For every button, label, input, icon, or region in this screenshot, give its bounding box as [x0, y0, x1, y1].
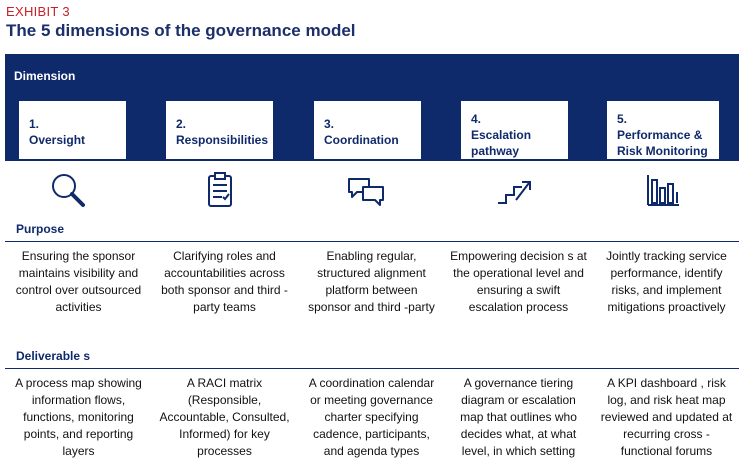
- purpose-escalation: Empowering decision s at the operational…: [450, 249, 587, 314]
- deliverables-heading: Deliverable s: [16, 349, 91, 363]
- deliverables-divider: [5, 368, 739, 369]
- dimension-name: Responsibilities: [176, 133, 269, 147]
- dimension-box-coordination: 3. Coordination: [313, 100, 422, 160]
- bar-chart-icon: [643, 170, 683, 210]
- purpose-coordination: Enabling regular, structured alignment p…: [308, 249, 435, 314]
- dimension-box-oversight: 1. Oversight: [18, 100, 127, 160]
- exhibit-label: EXHIBIT 3: [6, 4, 70, 19]
- page-title: The 5 dimensions of the governance model: [6, 21, 356, 40]
- deliverable-responsibilities: A RACI matrix (Responsible, Accountable,…: [159, 376, 290, 458]
- chat-bubbles-icon: [346, 170, 386, 210]
- magnifier-icon: [48, 170, 88, 210]
- deliverable-oversight: A process map showing information flows,…: [15, 376, 142, 458]
- purpose-oversight: Ensuring the sponsor maintains visibilit…: [15, 249, 142, 314]
- banner-label: Dimension: [14, 69, 76, 83]
- dimension-number: 3.: [324, 117, 335, 131]
- dimension-box-responsibilities: 2. Responsibilities: [165, 100, 274, 160]
- dimension-name: Coordination: [324, 133, 399, 147]
- dimension-box-escalation: 4. Escalation pathway: [460, 100, 569, 160]
- purpose-responsibilities: Clarifying roles and accountabilities ac…: [161, 249, 288, 314]
- checklist-icon: [200, 170, 240, 210]
- dimension-number: 4.: [471, 112, 482, 126]
- purpose-heading: Purpose: [16, 222, 65, 236]
- dimension-number: 5.: [617, 112, 628, 126]
- dimension-number: 1.: [29, 117, 40, 131]
- deliverable-performance: A KPI dashboard , risk log, and risk hea…: [600, 376, 733, 458]
- dimension-name: Escalation pathway: [471, 128, 532, 158]
- escalation-stairs-icon: [494, 170, 534, 210]
- purpose-performance: Jointly tracking service performance, id…: [606, 249, 727, 314]
- dimension-number: 2.: [176, 117, 187, 131]
- dimension-name: Oversight: [29, 133, 86, 147]
- purpose-divider: [5, 241, 739, 242]
- deliverable-escalation: A governance tiering diagram or escalati…: [460, 376, 577, 458]
- deliverable-coordination: A coordination calendar or meeting gover…: [308, 376, 435, 458]
- dimension-name: Performance & Risk Monitoring: [617, 128, 708, 158]
- dimension-box-performance: 5. Performance & Risk Monitoring: [606, 100, 720, 160]
